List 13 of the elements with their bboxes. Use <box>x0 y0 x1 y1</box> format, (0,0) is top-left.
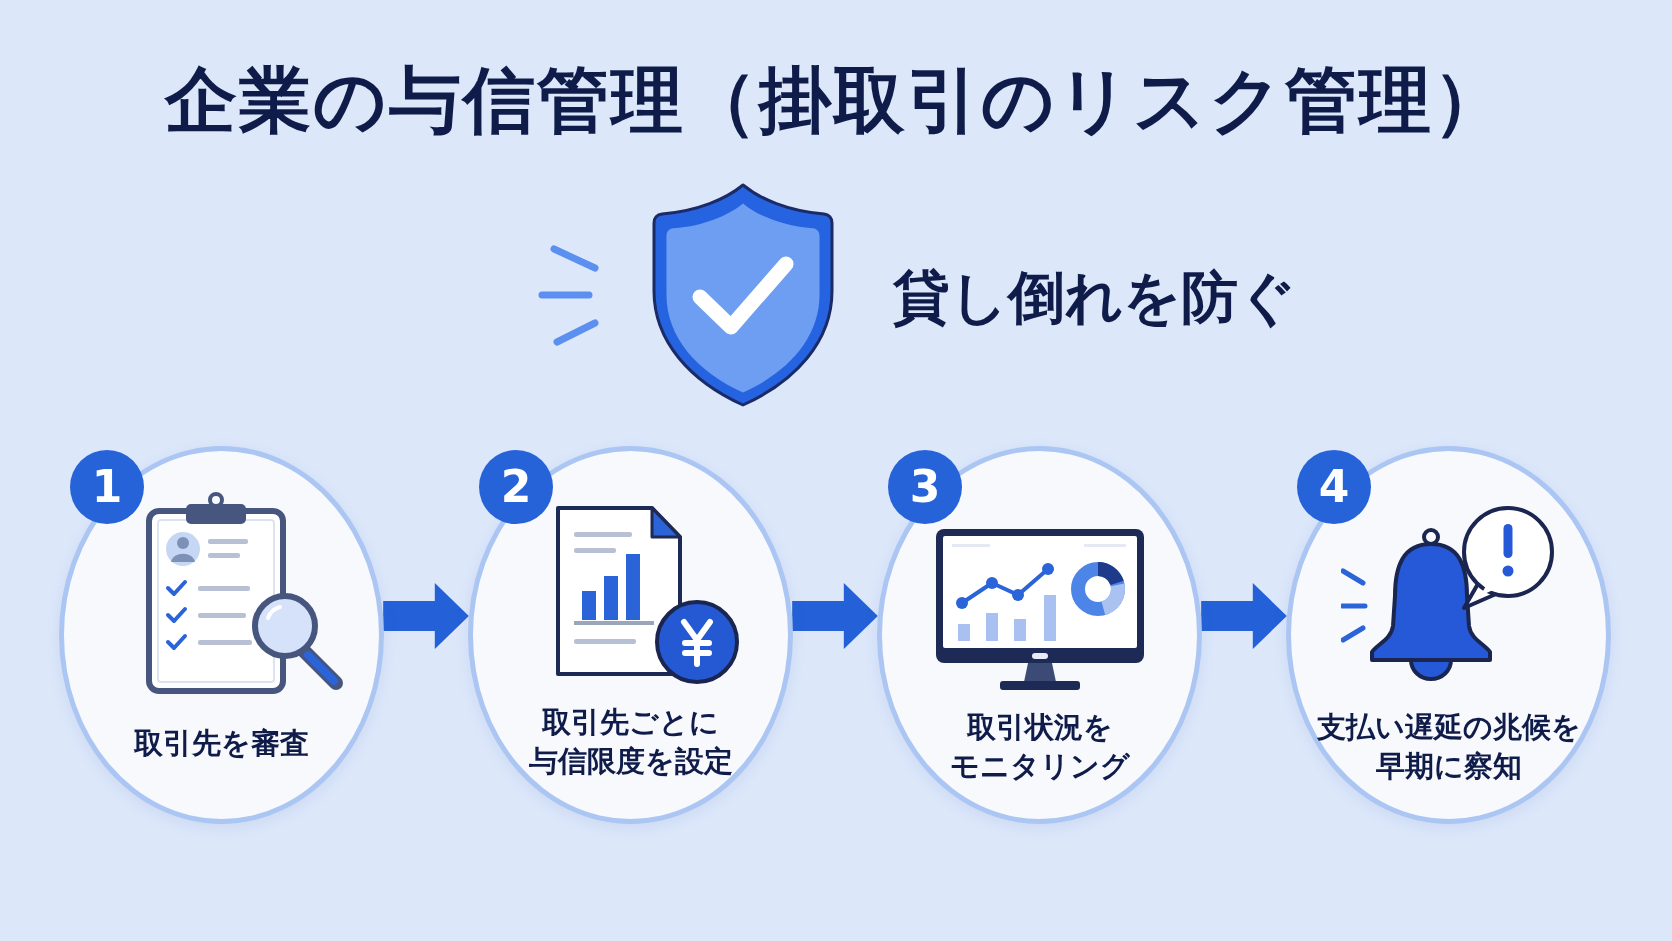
arrow <box>1201 583 1287 649</box>
number-badge: 1 <box>70 450 144 524</box>
arrow <box>792 583 878 649</box>
step-label: 支払い遅延の兆候を早期に察知 <box>1316 709 1581 785</box>
arrow <box>383 583 469 649</box>
step-label: 取引先ごとに与信限度を設定 <box>528 704 733 780</box>
label-text: 貸し倒れを防ぐ <box>893 264 1296 330</box>
title: 企業の与信管理（掛取引のリスク管理） <box>165 57 1507 144</box>
number-badge: 3 <box>888 450 962 524</box>
step-label: 取引状況をモニタリング <box>949 709 1130 785</box>
step-label: 取引先を審査 <box>134 724 309 762</box>
number-badge: 4 <box>1297 450 1371 524</box>
number-badge: 2 <box>479 450 553 524</box>
